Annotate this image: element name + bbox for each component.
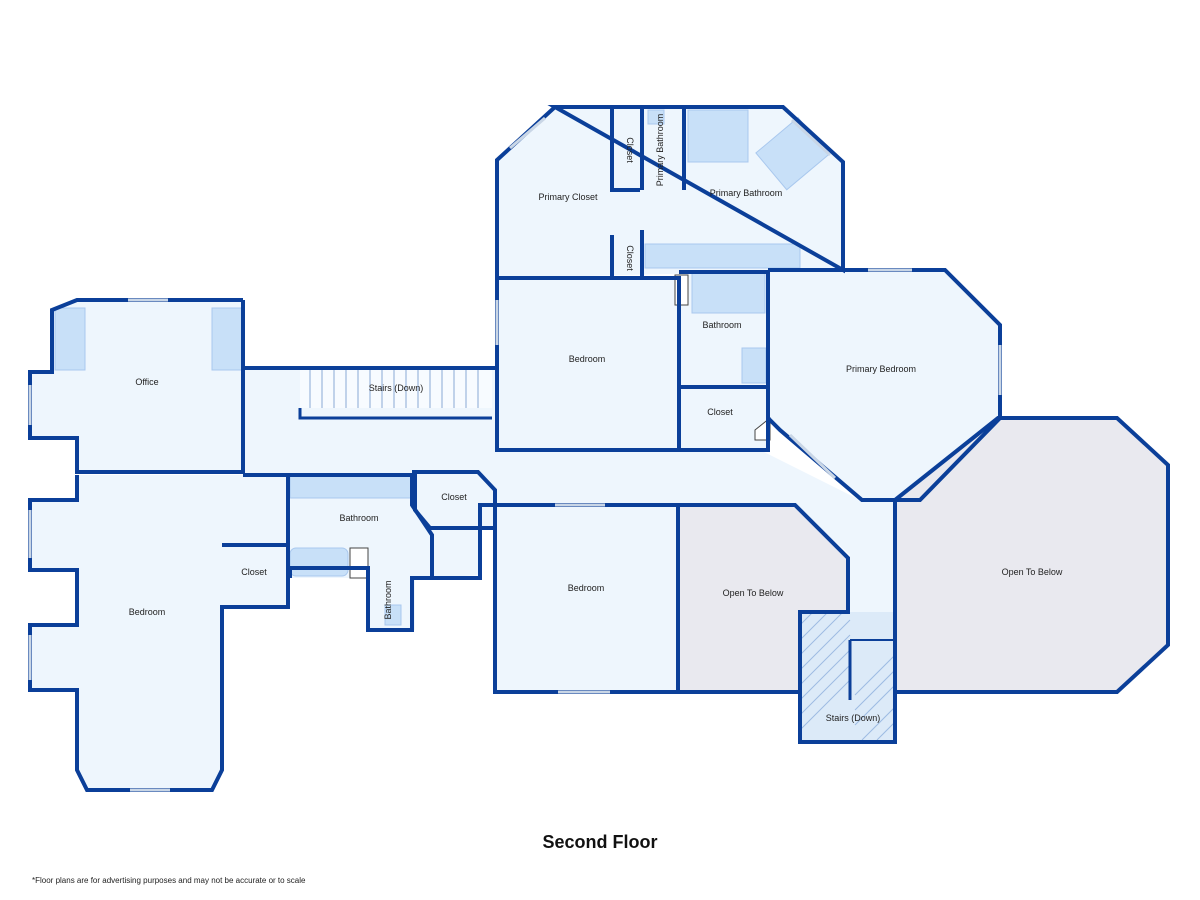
- label-bathroom-hall: Bathroom: [339, 513, 378, 523]
- shower-center: [691, 272, 766, 314]
- label-closet-b: Closet: [625, 245, 635, 271]
- label-open-below-1: Open To Below: [723, 588, 784, 598]
- label-primary-closet: Primary Closet: [538, 192, 598, 202]
- fixtures: [54, 109, 830, 626]
- label-closet-a: Closet: [625, 137, 635, 163]
- disclaimer: *Floor plans are for advertising purpose…: [32, 876, 306, 885]
- closet-d-area: [222, 545, 288, 607]
- bedroom-center-area: [497, 280, 679, 450]
- vanity-hall: [289, 475, 413, 499]
- vanity-primary: [644, 243, 801, 269]
- label-stairs-down-1: Stairs (Down): [369, 383, 424, 393]
- label-bedroom-left: Bedroom: [129, 607, 166, 617]
- primary-bedroom-area: [768, 270, 1000, 500]
- label-stairs-down-2: Stairs (Down): [826, 713, 881, 723]
- closet-e-area: [415, 472, 495, 528]
- toilet-primary: [647, 109, 665, 125]
- floor-title: Second Floor: [542, 832, 658, 852]
- label-bedroom-lower: Bedroom: [568, 583, 605, 593]
- floor-plan: Primary Closet Closet Primary Bathroom P…: [28, 105, 1170, 792]
- open-below-2-area: [895, 418, 1168, 692]
- toilet-small: [384, 604, 402, 626]
- label-primary-bedroom: Primary Bedroom: [846, 364, 916, 374]
- bedroom-left-area: [30, 475, 288, 790]
- room-labels: Primary Closet Closet Primary Bathroom P…: [129, 114, 1063, 723]
- label-open-below-2: Open To Below: [1002, 567, 1063, 577]
- label-bathroom-center: Bathroom: [702, 320, 741, 330]
- label-bathroom-small: Bathroom: [383, 580, 393, 619]
- label-bedroom-center: Bedroom: [569, 354, 606, 364]
- stairs-down-2: [799, 611, 896, 742]
- stairs-down-1: [298, 368, 492, 420]
- windows: [28, 116, 1002, 792]
- label-closet-d: Closet: [241, 567, 267, 577]
- label-primary-bathroom: Primary Bathroom: [710, 188, 783, 198]
- label-primary-bathroom-small: Primary Bathroom: [655, 114, 665, 187]
- label-closet-e: Closet: [441, 492, 467, 502]
- vanity-center: [741, 347, 767, 384]
- shower-primary: [687, 109, 749, 163]
- office-window-seat-left: [54, 307, 86, 371]
- open-below-1-area: [678, 505, 848, 692]
- primary-closet-area: [497, 107, 843, 278]
- bedroom-lower-area: [495, 505, 678, 692]
- label-office: Office: [135, 377, 158, 387]
- tub-hall: [289, 547, 349, 577]
- office-window-seat-right: [211, 307, 243, 371]
- label-closet-c: Closet: [707, 407, 733, 417]
